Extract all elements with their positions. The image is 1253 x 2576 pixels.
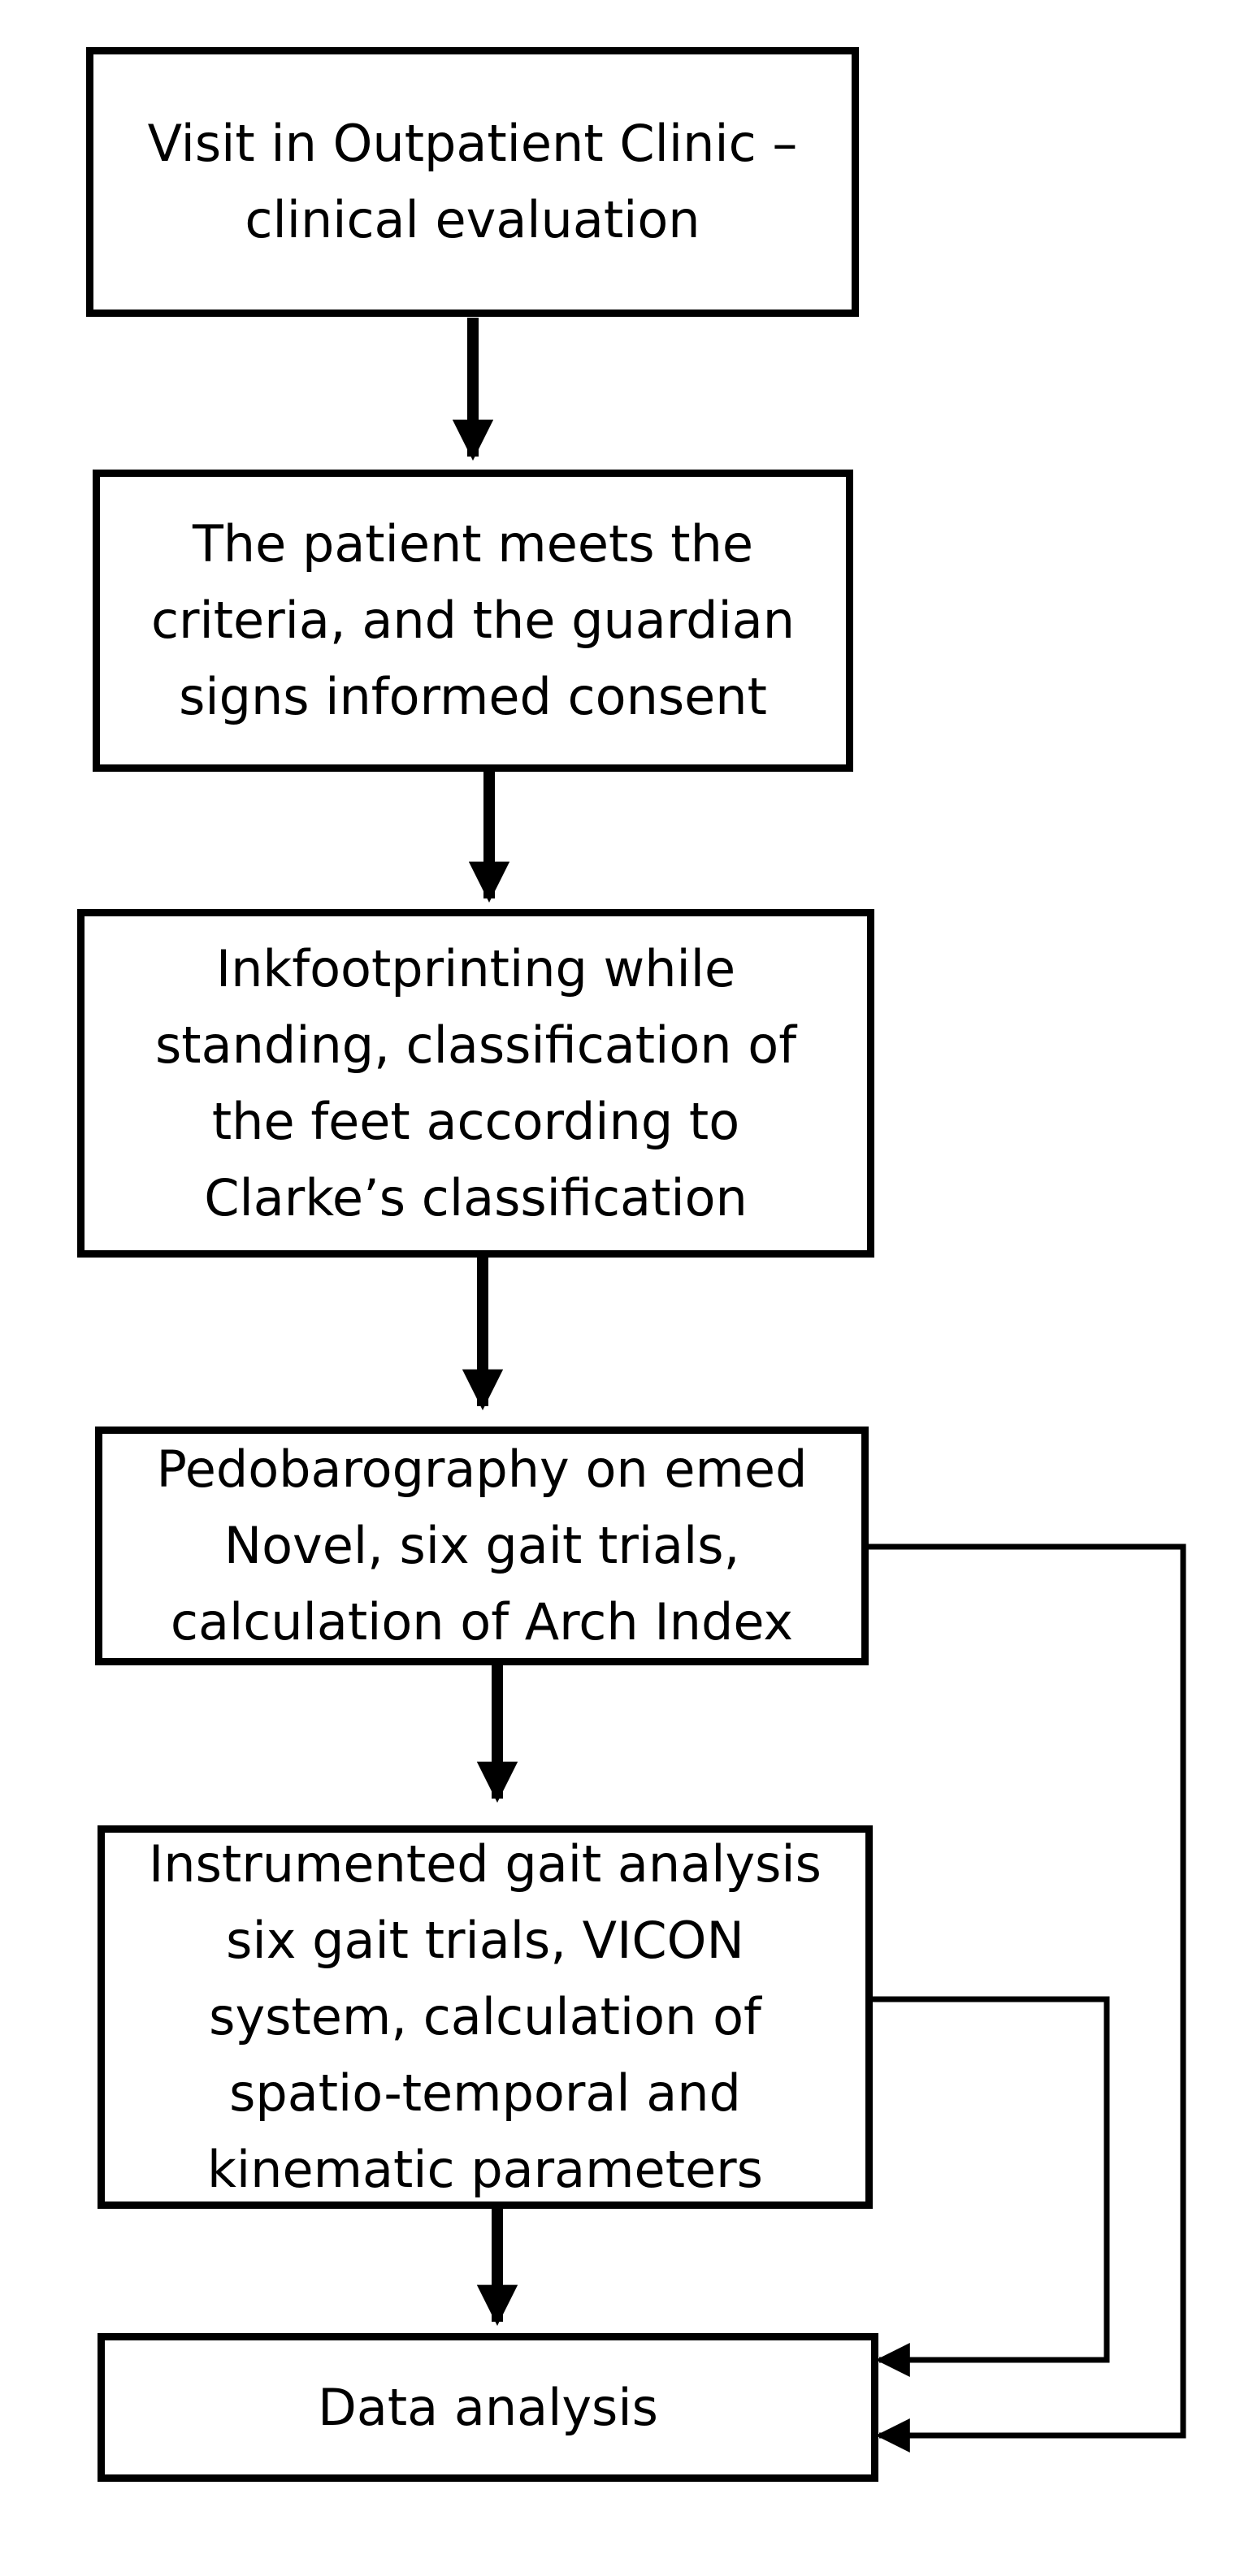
step-inkfootprinting-line-4: Clarke’s classification (204, 1167, 748, 1227)
step-gait-analysis-line-2: six gait trials, VICON (226, 1911, 744, 1970)
step-inkfootprinting-line-1: Inkfootprinting while (215, 938, 736, 998)
step-inkfootprinting-line-2: standing, classification of (154, 1015, 797, 1075)
step-data-analysis-box: Data analysis (98, 2333, 878, 2482)
step-gait-analysis-line-4: spatio-temporal and (229, 2063, 741, 2123)
step-pedobarography-line-3: calculation of Arch Index (170, 1592, 794, 1652)
step-inkfootprinting-line-3: the feet according to (211, 1091, 740, 1151)
side-arrow-gait-analysis-to-data-analysis (869, 1996, 1110, 2377)
step-criteria-box: The patient meets the criteria, and the … (93, 470, 853, 772)
step-pedobarography-line-2: Novel, six gait trials, (223, 1516, 740, 1575)
step-visit-box: Visit in Outpatient Clinic – clinical ev… (86, 47, 859, 317)
step-gait-analysis-box: Instrumented gait analysis six gait tria… (98, 1825, 873, 2209)
step-visit-line-1: Visit in Outpatient Clinic – (147, 114, 798, 173)
side-arrow-pedobarography-to-data-analysis (861, 1543, 1186, 2453)
step-data-analysis-line-1: Data analysis (318, 2377, 658, 2437)
step-pedobarography-box: Pedobarography on emed Novel, six gait t… (95, 1427, 869, 1665)
step-visit-line-2: clinical evaluation (245, 190, 700, 249)
step-criteria-line-2: criteria, and the guardian (150, 591, 796, 650)
step-gait-analysis-line-1: Instrumented gait analysis (149, 1834, 822, 1894)
step-criteria-line-1: The patient meets the (192, 514, 754, 574)
step-criteria-line-3: signs informed consent (179, 667, 767, 726)
step-inkfootprinting-box: Inkfootprinting while standing, classifi… (77, 909, 874, 1258)
step-pedobarography-line-1: Pedobarography on emed (156, 1440, 808, 1499)
step-gait-analysis-line-3: system, calculation of (209, 1987, 761, 2046)
step-gait-analysis-line-5: kinematic parameters (207, 2140, 763, 2199)
